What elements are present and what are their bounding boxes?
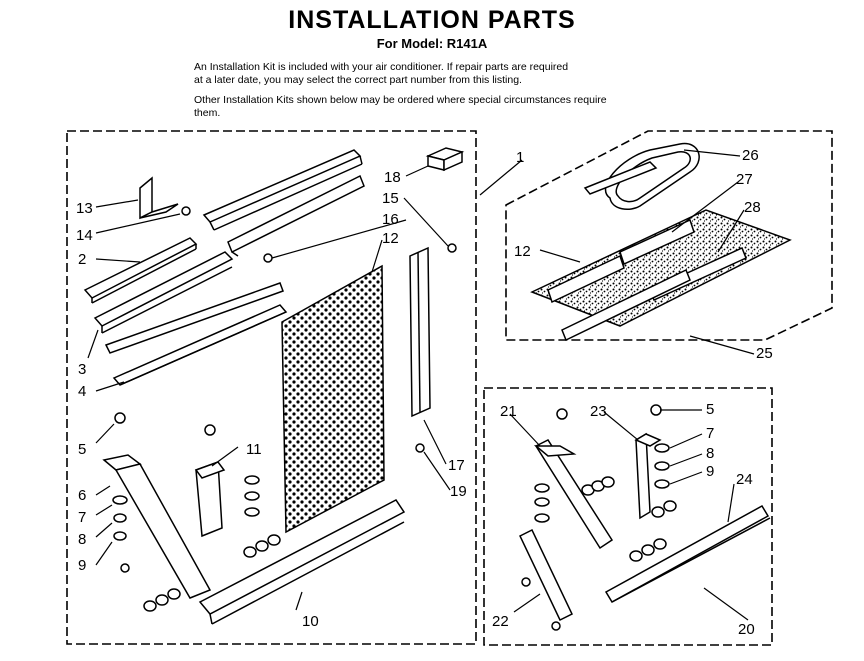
other-line-1: Other Installation Kits shown below may … <box>194 94 607 106</box>
leg-part-22 <box>519 528 573 622</box>
label-26: 26 <box>742 147 759 164</box>
bracket-part-21 <box>533 439 614 550</box>
bracket-part-23 <box>634 432 662 520</box>
screw-part-16 <box>263 253 273 263</box>
label-15: 15 <box>382 190 399 207</box>
label-14: 14 <box>76 227 93 244</box>
foam-block-part-18 <box>425 147 465 172</box>
intro-line-2: at a later date, you may select the corr… <box>194 74 522 86</box>
label-5: 5 <box>78 441 86 458</box>
intro-paragraph: An Installation Kit is included with you… <box>194 61 694 87</box>
other-kits-paragraph: Other Installation Kits shown below may … <box>194 94 694 120</box>
label-1: 1 <box>516 149 524 166</box>
label-2: 2 <box>78 251 86 268</box>
washer-part-8 <box>113 513 127 523</box>
bracket-part-11 <box>194 460 226 538</box>
rail-middle <box>104 282 284 354</box>
screw-part-14 <box>181 206 191 216</box>
label-6: 6 <box>78 487 86 504</box>
other-line-2: them. <box>194 107 221 119</box>
side-panel-part-12 <box>281 264 385 534</box>
label-24: 24 <box>736 471 753 488</box>
bar-part-10 <box>198 499 406 625</box>
label-12-upper-right: 12 <box>514 243 531 260</box>
label-10: 10 <box>302 613 319 630</box>
washer-part-7 <box>112 495 128 505</box>
bolt-stack-top <box>204 424 216 436</box>
label-27: 27 <box>736 171 753 188</box>
label-19: 19 <box>450 483 467 500</box>
intro-line-1: An Installation Kit is included with you… <box>194 61 569 73</box>
rail-top <box>202 149 363 231</box>
label-18: 18 <box>384 169 401 186</box>
label-7-lower-right: 7 <box>706 425 714 442</box>
label-11: 11 <box>246 441 262 458</box>
screw-part-15 <box>447 243 457 253</box>
label-9-lower-right: 9 <box>706 463 714 480</box>
rail-part-4 <box>112 304 288 386</box>
leader-lines <box>87 149 755 621</box>
model-subtitle: For Model: R141A <box>376 36 488 51</box>
label-16: 16 <box>382 211 399 228</box>
label-23: 23 <box>590 403 607 420</box>
label-4: 4 <box>78 383 86 400</box>
main-kit-box <box>66 130 477 645</box>
rail-part-2 <box>83 237 198 304</box>
channel-part-17 <box>409 246 431 418</box>
label-5-lower-right: 5 <box>706 401 714 418</box>
label-7: 7 <box>78 509 86 526</box>
nut-part-9 <box>113 531 127 541</box>
label-9: 9 <box>78 557 86 574</box>
page-title: INSTALLATION PARTS <box>288 6 576 34</box>
bracket-part-13 <box>139 176 179 220</box>
label-28: 28 <box>744 199 761 216</box>
label-13: 13 <box>76 200 93 217</box>
label-17: 17 <box>448 457 465 474</box>
rail-part-3 <box>93 251 234 334</box>
support-leg-part-6 <box>102 454 212 599</box>
label-22: 22 <box>492 613 509 630</box>
label-8: 8 <box>78 531 86 548</box>
kit-box-lower-right <box>483 387 773 646</box>
bolt-part-5 <box>114 412 126 424</box>
label-3: 3 <box>78 361 86 378</box>
foam-panel-part-12 <box>530 209 792 327</box>
screw-part-19 <box>415 443 425 453</box>
rail-second <box>227 174 365 257</box>
label-25: 25 <box>756 345 773 362</box>
label-12: 12 <box>382 230 399 247</box>
rail-part-25 <box>561 268 691 342</box>
label-20: 20 <box>738 621 755 638</box>
seal-strip-part-26 <box>583 161 658 195</box>
channel-part-27 <box>547 218 695 304</box>
label-8-lower-right: 8 <box>706 445 714 462</box>
kit-box-upper-right <box>505 130 833 341</box>
bar-part-20 <box>604 504 771 604</box>
label-21: 21 <box>500 403 517 420</box>
